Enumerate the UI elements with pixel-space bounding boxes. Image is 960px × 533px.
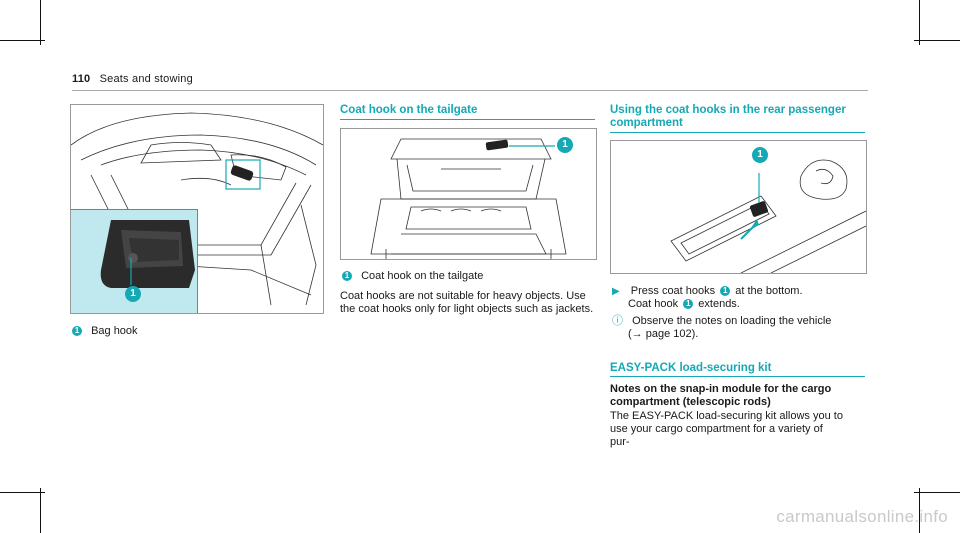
note-reference[interactable]: (→ page 102).	[628, 328, 699, 340]
instruction-step: ▶ Press coat hooks 1 at the bottom.	[612, 285, 803, 298]
legend-callout: 1	[72, 326, 82, 336]
bag-hook-icon	[100, 220, 195, 288]
coat-hook-paragraph: Coat hooks are not suitable for heavy ob…	[340, 290, 594, 315]
tailgate-illustration	[370, 138, 567, 259]
callout-1: 1	[125, 286, 141, 302]
crop-mark	[40, 0, 41, 45]
legend-label: Bag hook	[91, 325, 138, 337]
step-callout: 1	[720, 286, 731, 296]
crop-mark	[919, 488, 920, 533]
section-title: Coat hook on the tailgate	[340, 104, 478, 116]
easy-pack-paragraph: The EASY-PACK load-securing kit allows y…	[610, 410, 843, 448]
result-text-pre: Coat hook	[628, 298, 679, 310]
info-note: ⓘ Observe the notes on loading the vehic…	[612, 315, 867, 341]
section-divider	[610, 376, 865, 377]
callout-1: 1	[752, 147, 768, 163]
figure-legend: 1 Bag hook	[70, 325, 138, 338]
section-divider	[340, 119, 595, 120]
crop-mark	[0, 40, 45, 41]
rear-hook-illustration	[670, 159, 866, 273]
figure-legend: 1 Coat hook on the tailgate	[340, 270, 483, 283]
crop-mark	[919, 0, 920, 45]
crop-mark	[40, 488, 41, 533]
subsection-title: Notes on the snap-in module for the carg…	[610, 383, 832, 408]
watermark: carmanualsonline.info	[776, 507, 948, 526]
info-icon: ⓘ	[612, 315, 623, 327]
legend-callout: 1	[342, 271, 352, 281]
page-number: 110	[72, 73, 91, 85]
section-title: Using the coat hooks in the rear passeng…	[610, 104, 846, 129]
section-divider	[610, 132, 865, 133]
crop-mark	[914, 492, 960, 493]
callout-1: 1	[557, 137, 573, 153]
section-name: Seats and stowing	[99, 73, 193, 85]
crop-mark	[0, 492, 45, 493]
section-title: EASY-PACK load-securing kit	[610, 362, 772, 374]
step-arrow-icon: ▶	[612, 286, 620, 297]
instruction-result: Coat hook 1 extends.	[628, 298, 740, 311]
rear-coat-hook-figure: 1	[610, 140, 867, 274]
result-callout: 1	[683, 299, 694, 309]
step-text-pre: Press coat hooks	[630, 285, 716, 297]
bag-hook-figure: 1	[70, 104, 324, 314]
page-header: 110 Seats and stowing	[72, 73, 193, 85]
tailgate-figure: 1	[340, 128, 597, 260]
zoom-inset: 1	[71, 209, 198, 313]
result-text-post: extends.	[698, 298, 740, 310]
note-text: Observe the notes on loading the vehicle	[632, 315, 832, 327]
legend-label: Coat hook on the tailgate	[361, 270, 484, 282]
step-text-post: at the bottom.	[735, 285, 803, 297]
header-divider	[72, 90, 868, 91]
crop-mark	[914, 40, 960, 41]
